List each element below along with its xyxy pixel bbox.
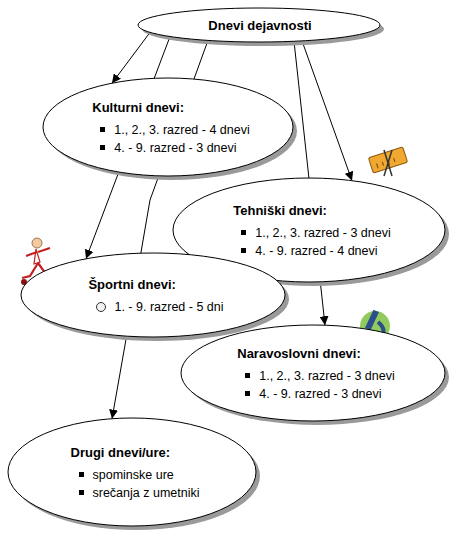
node-content: Športni dnevi: 1. - 9. razred - 5 dni (84, 276, 223, 316)
node-heading: Tehniški dnevi: (233, 202, 391, 221)
node-content: Naravoslovni dnevi: 1., 2., 3. razred - 3… (233, 345, 395, 403)
arrow-connector (112, 32, 150, 83)
ball-bullet (96, 302, 106, 312)
square-bullet (79, 490, 84, 495)
ellipse-node: Dnevi dejavnosti (135, 5, 385, 47)
tools-icon (368, 147, 407, 176)
ellipse-node: Športni dnevi: 1. - 9. razred - 5 dni (18, 250, 290, 342)
node-content: Dnevi dejavnosti (208, 17, 311, 36)
bullet-row: 1., 2., 3. razred - 4 dnevi (100, 121, 250, 139)
ellipse-node: Kulturni dnevi: 1., 2., 3. razred - 4 dne… (40, 75, 298, 181)
bullet-row: spominske ure (79, 466, 200, 484)
bullet-text: 4. - 9. razred - 3 dnevi (114, 139, 236, 157)
node-content: Tehniški dnevi: 1., 2., 3. razred - 3 dne… (229, 202, 391, 260)
bullet-text: srečanja z umetniki (93, 484, 200, 502)
ellipse-node: Drugi dnevi/ure: spominske uresrečanja z … (5, 415, 261, 531)
bullet-row: 1., 2., 3. razred - 3 dnevi (241, 224, 391, 242)
square-bullet (100, 145, 105, 150)
bullet-row: 1., 2., 3. razred - 3 dnevi (245, 367, 395, 385)
node-content: Kulturni dnevi: 1., 2., 3. razred - 4 dne… (88, 99, 250, 157)
ellipse-node: Naravoslovni dnevi: 1., 2., 3. razred - 3… (178, 322, 450, 426)
ellipse-shape (21, 253, 285, 337)
ellipse-shape (181, 325, 445, 421)
node-heading: Naravoslovni dnevi: (237, 345, 395, 364)
ellipse-outline (18, 250, 290, 342)
bullet-text: 4. - 9. razred - 3 dnevi (259, 385, 381, 403)
node-heading: Drugi dnevi/ure: (71, 444, 200, 463)
node-heading: Kulturni dnevi: (92, 99, 250, 118)
bullet-row: 4. - 9. razred - 3 dnevi (245, 385, 395, 403)
bullet-text: 1., 2., 3. razred - 3 dnevi (255, 224, 391, 242)
bullet-row: 4. - 9. razred - 4 dnevi (241, 242, 391, 260)
bullet-row: srečanja z umetniki (79, 484, 200, 502)
ellipse-shape (8, 418, 256, 526)
ellipse-shape (138, 8, 380, 42)
bullet-text: 1., 2., 3. razred - 4 dnevi (114, 121, 250, 139)
square-bullet (241, 230, 246, 235)
square-bullet (79, 472, 84, 477)
arrow-connector (302, 41, 352, 181)
root-heading: Dnevi dejavnosti (208, 17, 311, 36)
bullet-row: 1. - 9. razred - 5 dni (96, 298, 223, 316)
bullet-row: 4. - 9. razred - 3 dnevi (100, 139, 250, 157)
node-heading: Športni dnevi: (88, 276, 223, 295)
ellipse-shape (43, 78, 293, 176)
bullet-text: 1., 2., 3. razred - 3 dnevi (259, 367, 395, 385)
bullet-text: spominske ure (93, 466, 174, 484)
square-bullet (100, 127, 105, 132)
square-bullet (245, 391, 250, 396)
square-bullet (241, 248, 246, 253)
bullet-text: 1. - 9. razred - 5 dni (114, 298, 223, 316)
square-bullet (245, 373, 250, 378)
bullet-text: 4. - 9. razred - 4 dnevi (255, 242, 377, 260)
node-content: Drugi dnevi/ure: spominske uresrečanja z … (67, 444, 200, 502)
